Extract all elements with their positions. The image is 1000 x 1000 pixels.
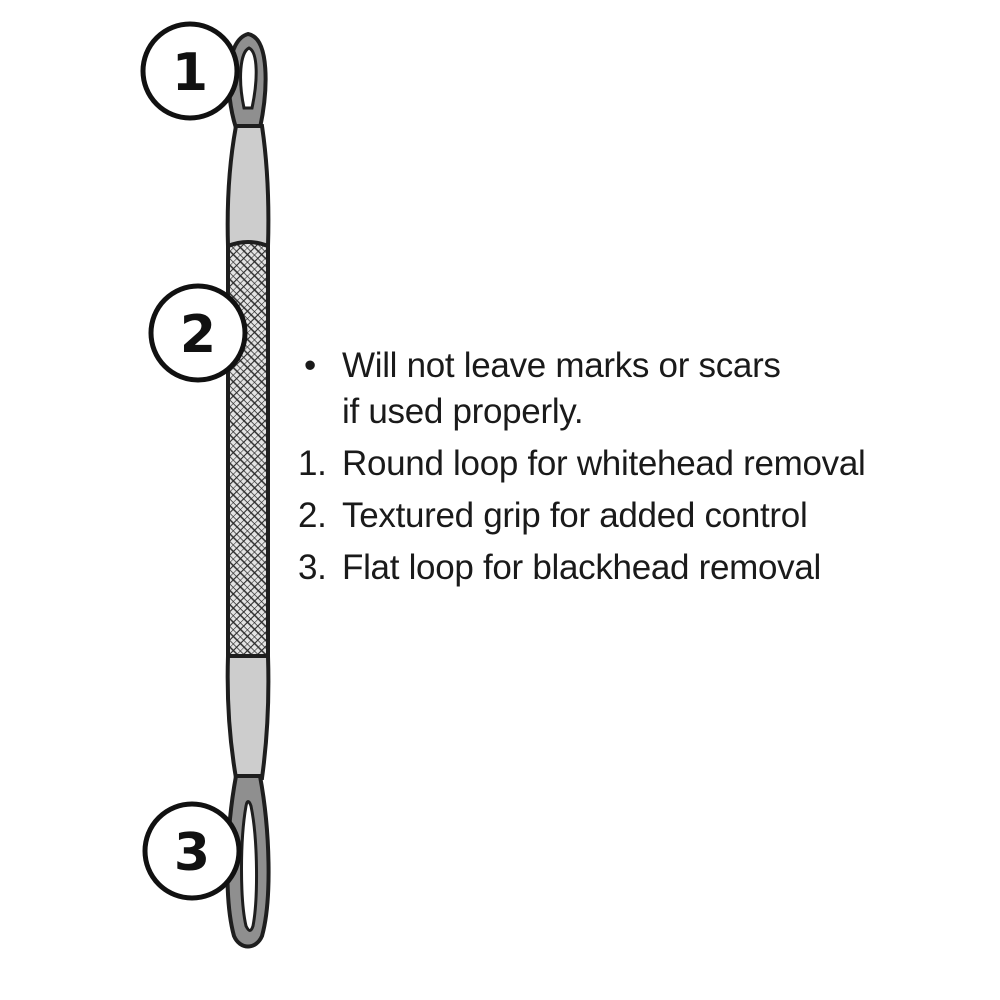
list-item-number: 1. — [298, 444, 327, 483]
list-item-text: Flat loop for blackhead removal — [342, 548, 822, 587]
callout-1: 1 — [140, 21, 240, 121]
callout-3: 3 — [142, 801, 242, 901]
list-item: 3. Flat loop for blackhead removal — [298, 542, 978, 594]
callout-3-number: 3 — [174, 823, 210, 883]
callout-2-number: 2 — [180, 305, 216, 365]
list-item-number: 2. — [298, 496, 327, 535]
bullet-marker: • — [304, 346, 316, 385]
bullet-note-line2: if used properly. — [342, 392, 584, 431]
callout-2: 2 — [148, 283, 248, 383]
list-item-number: 3. — [298, 548, 327, 587]
round-loop-end — [226, 31, 268, 130]
bullet-note: • Will not leave marks or scars — [298, 340, 978, 392]
callout-1-number: 1 — [172, 43, 208, 103]
textured-grip — [226, 240, 270, 662]
lower-shaft — [225, 654, 271, 780]
list-item-text: Round loop for whitehead removal — [342, 444, 866, 483]
bullet-note-line1: Will not leave marks or scars — [342, 346, 781, 385]
list-item: 2. Textured grip for added control — [298, 490, 978, 542]
upper-shaft — [225, 124, 271, 248]
flat-loop-end — [225, 774, 271, 949]
feature-notes: • Will not leave marks or scars if used … — [298, 340, 978, 594]
list-item-text: Textured grip for added control — [342, 496, 808, 535]
list-item: 1. Round loop for whitehead removal — [298, 438, 978, 490]
